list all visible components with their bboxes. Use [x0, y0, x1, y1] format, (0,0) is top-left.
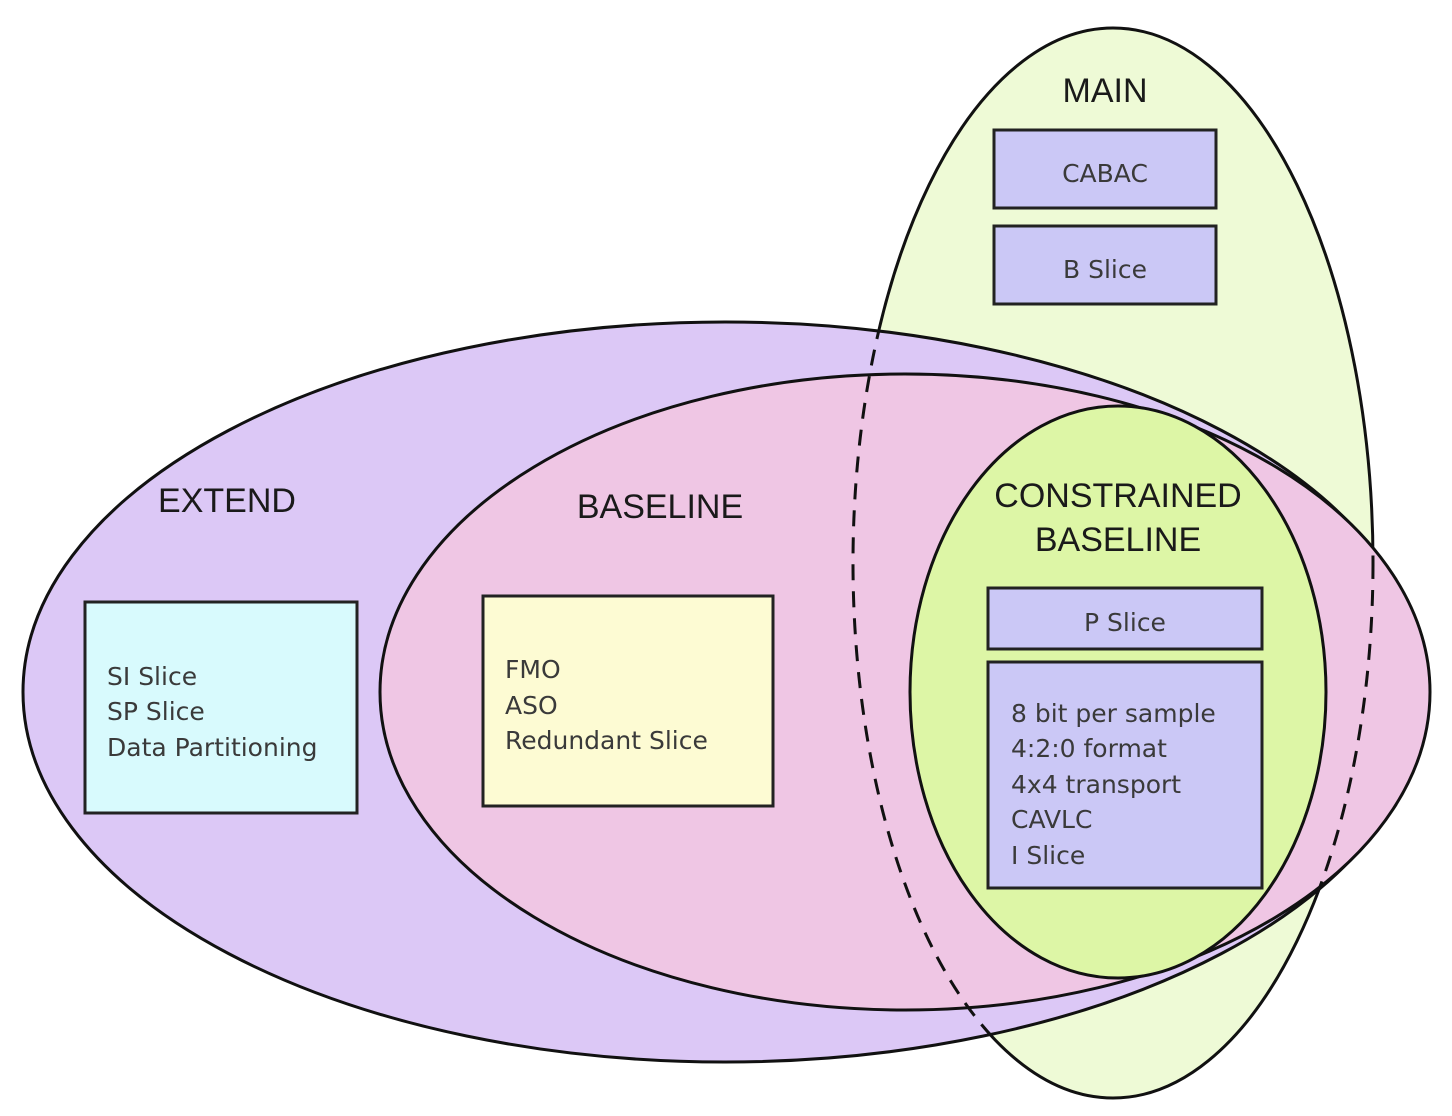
- feature-label: B Slice: [1063, 255, 1147, 284]
- constrained-baseline-feature-p-slice: P Slice: [986, 586, 1264, 651]
- main-title: MAIN: [1063, 72, 1148, 110]
- feature-label: 4:2:0 format: [1011, 734, 1167, 763]
- feature-label: Data Partitioning: [107, 733, 318, 762]
- feature-label: SI Slice: [107, 662, 197, 691]
- feature-label: CAVLC: [1011, 805, 1092, 834]
- feature-label: FMO: [505, 655, 561, 684]
- baseline-title: BASELINE: [577, 488, 743, 526]
- feature-label: SP Slice: [107, 697, 205, 726]
- feature-label: ASO: [505, 691, 558, 720]
- main-hidden-boundary: [851, 323, 1375, 1061]
- feature-label: 8 bit per sample: [1011, 699, 1216, 728]
- feature-label: CABAC: [1062, 159, 1148, 188]
- feature-label: I Slice: [1011, 841, 1085, 870]
- extend-feature-box: SI Slice SP Slice Data Partitioning: [83, 600, 359, 815]
- constrained-baseline-title-line1: CONSTRAINED: [994, 477, 1241, 515]
- constrained-baseline-feature-box: 8 bit per sample 4:2:0 format 4x4 transp…: [986, 660, 1264, 890]
- feature-label: P Slice: [1084, 608, 1166, 637]
- feature-label: Redundant Slice: [505, 726, 708, 755]
- main-feature-cabac: CABAC: [992, 128, 1218, 210]
- baseline-feature-box: FMO ASO Redundant Slice: [481, 594, 775, 808]
- extend-title: EXTEND: [158, 482, 296, 520]
- feature-label: 4x4 transport: [1011, 770, 1181, 799]
- main-feature-b-slice: B Slice: [992, 224, 1218, 306]
- constrained-baseline-title-line2: BASELINE: [1035, 521, 1201, 559]
